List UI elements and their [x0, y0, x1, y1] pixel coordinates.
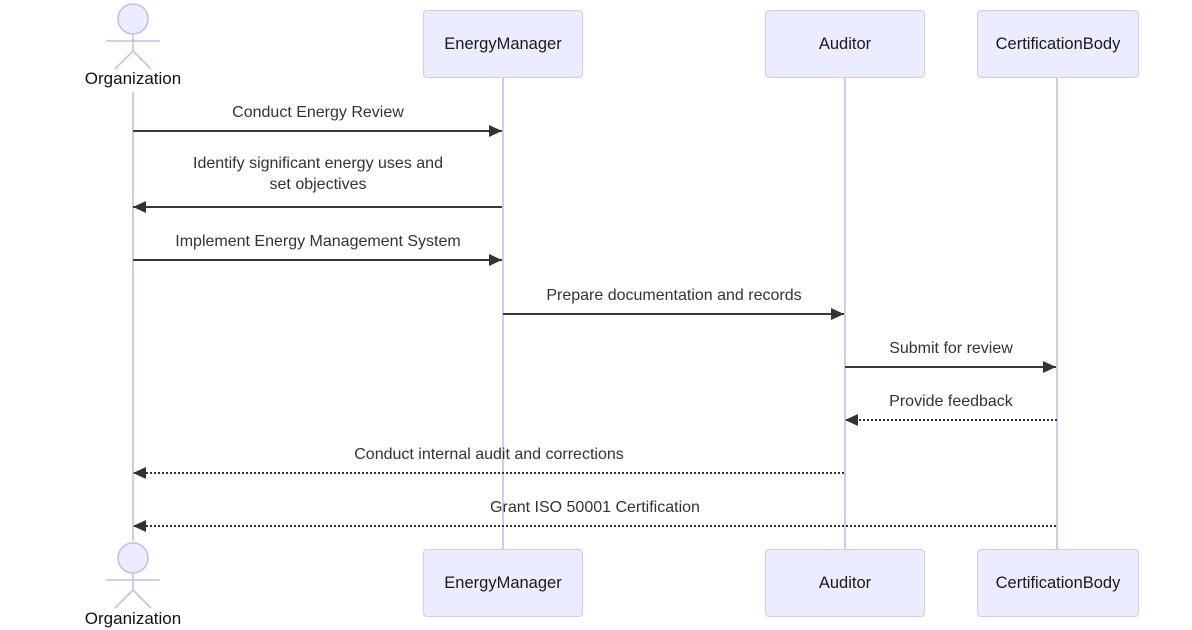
- message-label: Provide feedback: [889, 393, 1013, 410]
- arrowhead-icon: [133, 520, 146, 532]
- message-label: Prepare documentation and records: [546, 287, 802, 304]
- participant-box-auditor-bottom: Auditor: [765, 549, 925, 617]
- message-label: Grant ISO 50001 Certification: [490, 499, 700, 516]
- message-line: [133, 259, 502, 261]
- message-line: [133, 130, 502, 132]
- arrowhead-icon: [1043, 361, 1056, 373]
- actor-label-organization-bottom: Organization: [84, 609, 182, 628]
- message-line: [134, 472, 844, 474]
- arrowhead-icon: [133, 467, 146, 479]
- message-label: Conduct internal audit and corrections: [354, 446, 624, 463]
- participant-box-certificationbody-bottom: CertificationBody: [977, 549, 1139, 617]
- arrowhead-icon: [845, 414, 858, 426]
- message-label: Conduct Energy Review: [232, 104, 404, 121]
- lifeline-organization: [132, 92, 134, 541]
- actor-figure-icon: [106, 542, 160, 609]
- participant-box-energymanager-top: EnergyManager: [423, 10, 583, 78]
- message-line: [133, 206, 502, 208]
- message-line: [134, 525, 1056, 527]
- actor-label-organization-top: Organization: [84, 69, 182, 88]
- lifeline-auditor: [844, 78, 846, 549]
- participant-box-energymanager-bottom: EnergyManager: [423, 549, 583, 617]
- arrowhead-icon: [133, 201, 146, 213]
- lifeline-certificationbody: [1056, 78, 1058, 549]
- message-label: Implement Energy Management System: [175, 233, 461, 250]
- message-label: Submit for review: [889, 340, 1013, 357]
- participant-box-certificationbody-top: CertificationBody: [977, 10, 1139, 78]
- message-line: [503, 313, 844, 315]
- message-line: [845, 366, 1056, 368]
- arrowhead-icon: [831, 308, 844, 320]
- message-label: Identify significant energy uses and set…: [193, 155, 443, 193]
- arrowhead-icon: [489, 254, 502, 266]
- arrowhead-icon: [489, 125, 502, 137]
- participant-box-auditor-top: Auditor: [765, 10, 925, 78]
- message-line: [846, 419, 1057, 421]
- actor-figure-icon: [106, 3, 160, 70]
